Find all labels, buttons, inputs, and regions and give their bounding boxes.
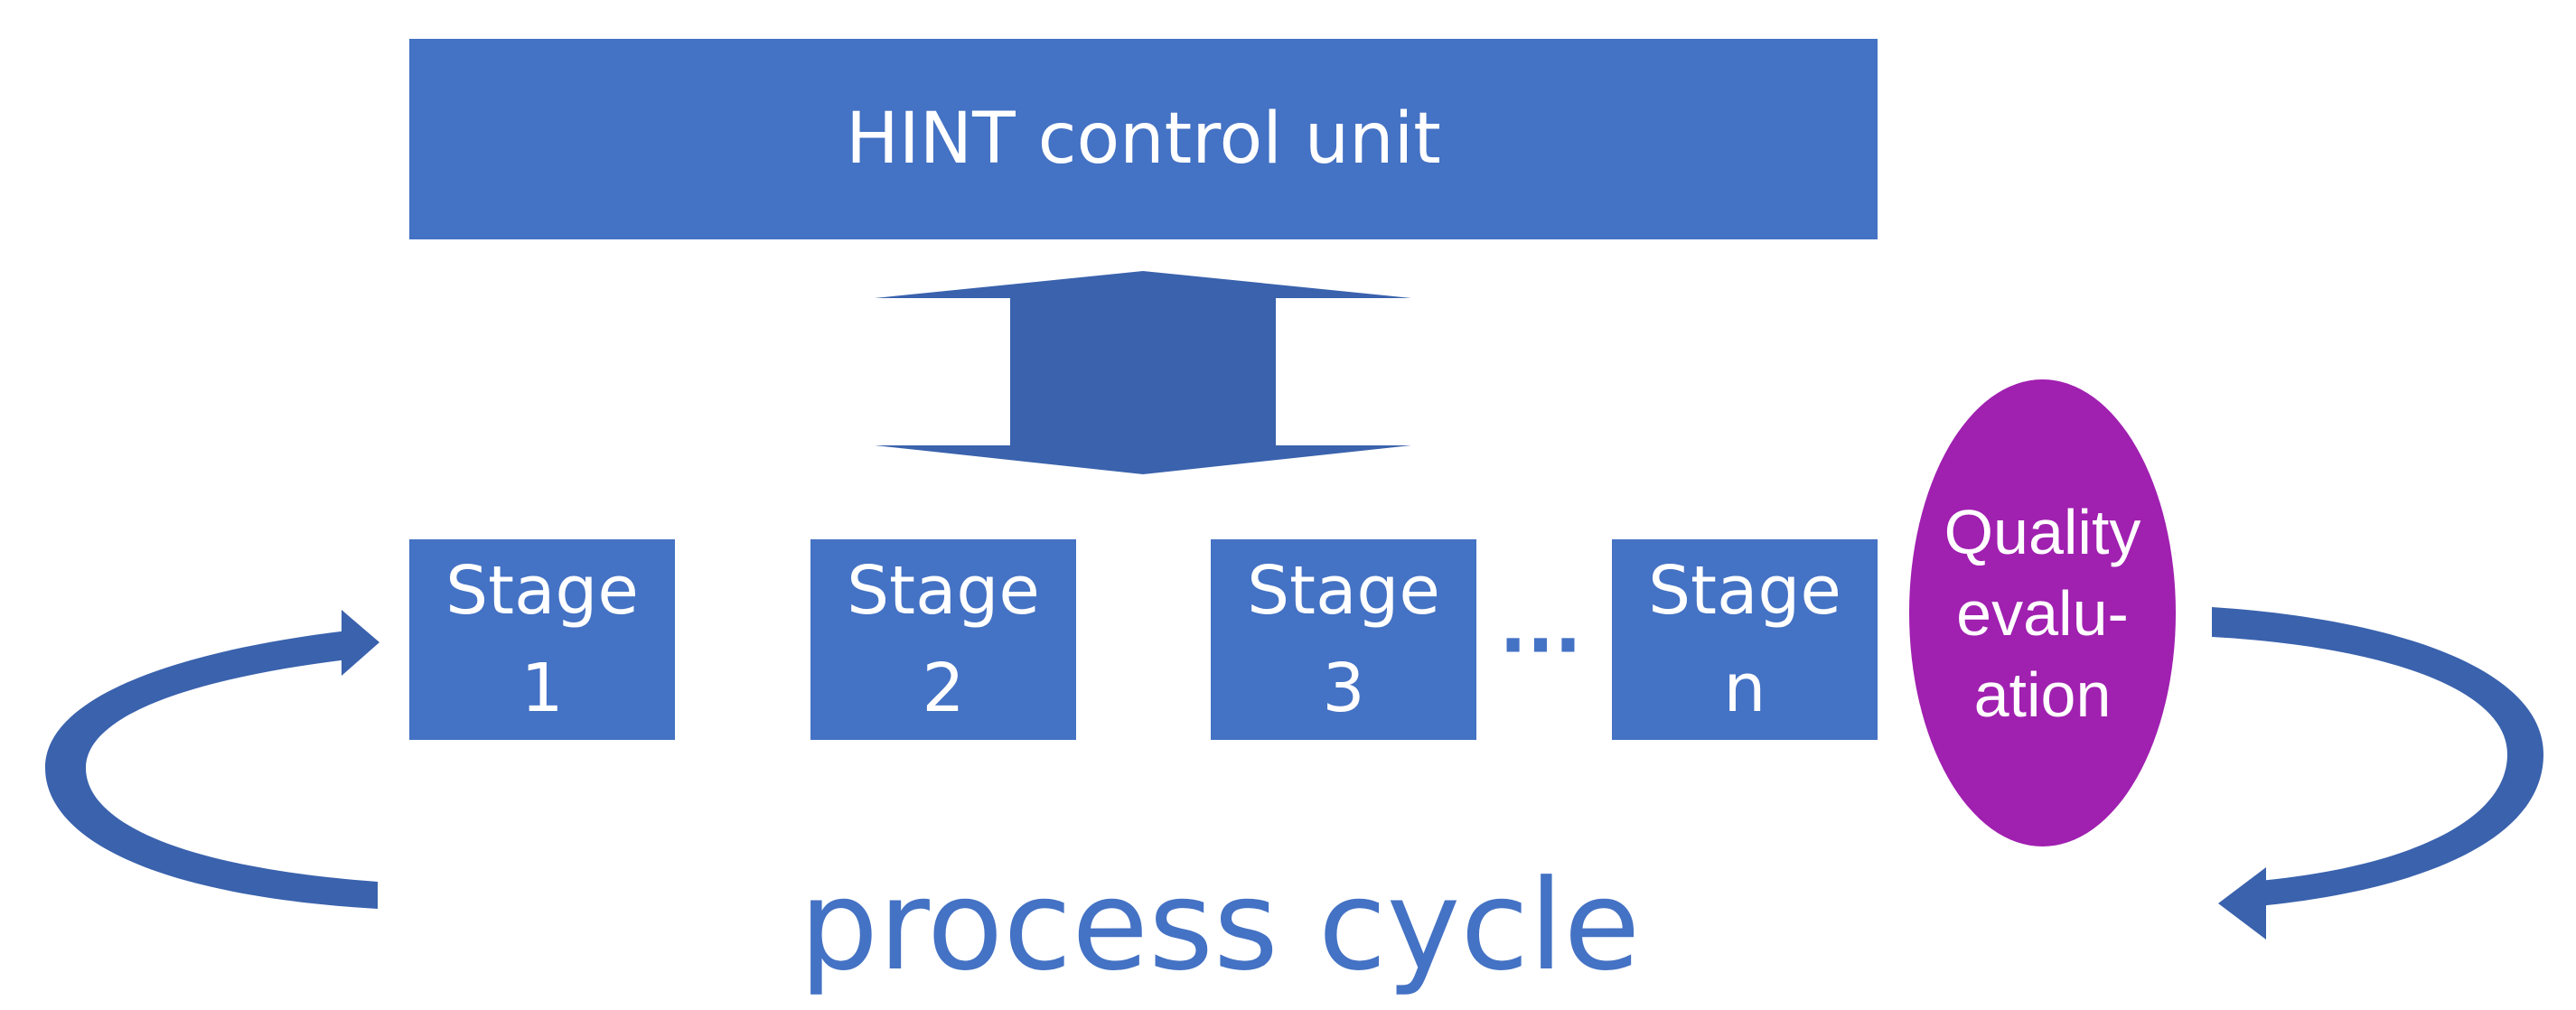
stage-2-title: Stage [847,552,1040,630]
stage-1-box: Stage 1 [409,539,675,740]
process-cycle-label: process cycle [799,853,1641,998]
stage-n-box: Stage n [1612,539,1878,740]
right-cycle-arrowhead [2218,867,2266,940]
quality-evaluation-ellipse: Quality evalu- ation [1909,379,2176,846]
stage-3-title: Stage [1247,552,1440,630]
left-cycle-arrowhead [342,610,379,676]
quality-evaluation-line-1: Quality [1944,496,2141,567]
right-cycle-arrow [2212,607,2543,906]
quality-evaluation-line-2: evalu- [1956,577,2129,649]
stage-2-number: 2 [922,650,965,727]
stage-1-number: 1 [520,650,564,727]
stage-ellipsis: ··· [1499,603,1582,687]
quality-evaluation-line-3: ation [1973,659,2112,730]
stage-2-box: Stage 2 [810,539,1076,740]
control-unit-box: HINT control unit [409,39,1878,239]
bidirectional-arrow [875,271,1411,474]
stage-3-box: Stage 3 [1211,539,1476,740]
stage-3-number: 3 [1322,650,1365,727]
stage-n-number: n [1723,650,1766,727]
control-unit-label: HINT control unit [846,98,1441,180]
stage-1-title: Stage [445,552,639,630]
left-cycle-arrow [45,631,378,909]
stage-n-title: Stage [1648,552,1841,630]
